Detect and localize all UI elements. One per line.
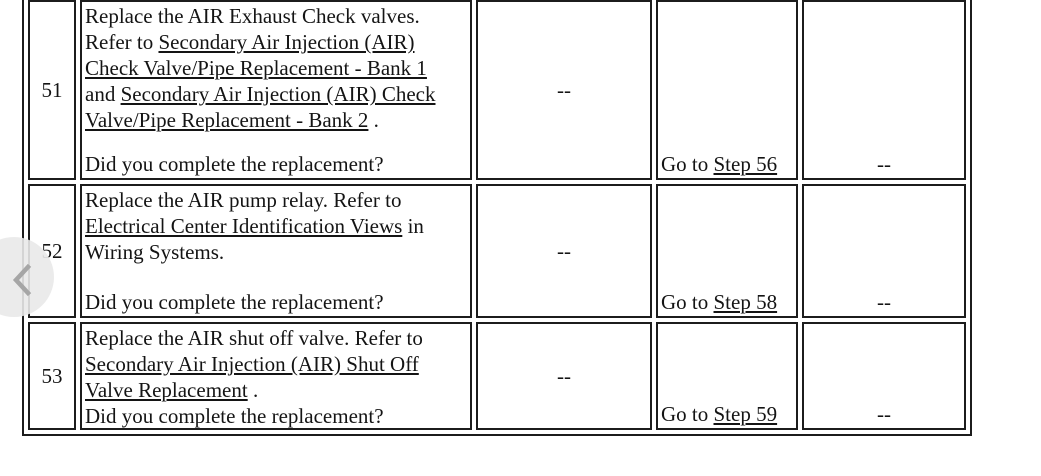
action-cell: Replace the AIR Exhaust Check valves.Ref… <box>80 0 472 180</box>
action-content: Replace the AIR shut off valve. Refer to… <box>85 325 467 428</box>
reference-link[interactable]: Valve Replacement <box>85 378 248 402</box>
action-text-line: Replace the AIR shut off valve. Refer to <box>85 325 467 351</box>
reference-link[interactable]: Check Valve/Pipe Replacement - Bank 1 <box>85 56 427 80</box>
text-segment: in <box>402 214 424 238</box>
reference-link[interactable]: Secondary Air Injection (AIR) Shut Off <box>85 352 419 376</box>
text-segment: . <box>247 378 259 402</box>
step-link[interactable]: Step 56 <box>713 152 778 176</box>
action-text-line: Valve Replacement . <box>85 377 467 403</box>
reference-link[interactable]: Secondary Air Injection (AIR) <box>158 30 415 54</box>
step-link[interactable]: Step 58 <box>713 290 778 314</box>
action-text-line: and Secondary Air Injection (AIR) Check <box>85 81 467 107</box>
action-question: Did you complete the replacement? <box>85 290 384 314</box>
reference-link[interactable]: Electrical Center Identification Views <box>85 214 403 238</box>
yes-cell: Go to Step 59 <box>656 322 798 430</box>
step-link[interactable]: Step 59 <box>713 402 778 426</box>
text-segment: Refer to <box>85 30 159 54</box>
action-question: Did you complete the replacement? <box>85 152 384 176</box>
text-segment: Wiring Systems. <box>85 240 225 264</box>
no-cell: -- <box>802 322 966 430</box>
action-text-line: Wiring Systems. <box>85 239 467 265</box>
action-content: Replace the AIR Exhaust Check valves.Ref… <box>85 3 467 177</box>
reference-link[interactable]: Secondary Air Injection (AIR) Check <box>120 82 436 106</box>
value-cell: -- <box>476 0 652 180</box>
text-segment: . <box>368 108 379 132</box>
action-text-line: Electrical Center Identification Views i… <box>85 213 467 239</box>
value-cell: -- <box>476 184 652 318</box>
text-segment: Go to <box>661 402 714 426</box>
value-cell: -- <box>476 322 652 430</box>
text-segment: Replace the AIR pump relay. Refer to <box>85 188 402 212</box>
action-text-line: Replace the AIR Exhaust Check valves. <box>85 3 467 29</box>
step-number-cell: 53 <box>28 322 76 430</box>
text-segment: Replace the AIR Exhaust Check valves. <box>85 4 420 28</box>
no-cell: -- <box>802 184 966 318</box>
chevron-left-icon <box>12 264 32 296</box>
text-segment: Replace the AIR shut off valve. Refer to <box>85 326 423 350</box>
action-instruction: Replace the AIR Exhaust Check valves.Ref… <box>85 3 467 133</box>
action-text-line: Replace the AIR pump relay. Refer to <box>85 187 467 213</box>
action-text-line: Refer to Secondary Air Injection (AIR) <box>85 29 467 55</box>
text-segment: Go to <box>661 290 714 314</box>
yes-cell: Go to Step 58 <box>656 184 798 318</box>
text-segment: Go to <box>661 152 714 176</box>
no-cell: -- <box>802 0 966 180</box>
yes-cell: Go to Step 56 <box>656 0 798 180</box>
action-text-line: Valve/Pipe Replacement - Bank 2 . <box>85 107 467 133</box>
step-number-cell: 51 <box>28 0 76 180</box>
text-segment: and <box>85 82 121 106</box>
reference-link[interactable]: Valve/Pipe Replacement - Bank 2 <box>85 108 369 132</box>
action-text-line: Check Valve/Pipe Replacement - Bank 1 <box>85 55 467 81</box>
action-text-line: Secondary Air Injection (AIR) Shut Off <box>85 351 467 377</box>
action-question: Did you complete the replacement? <box>85 404 384 428</box>
action-instruction: Replace the AIR shut off valve. Refer to… <box>85 325 467 403</box>
action-cell: Replace the AIR shut off valve. Refer to… <box>80 322 472 430</box>
